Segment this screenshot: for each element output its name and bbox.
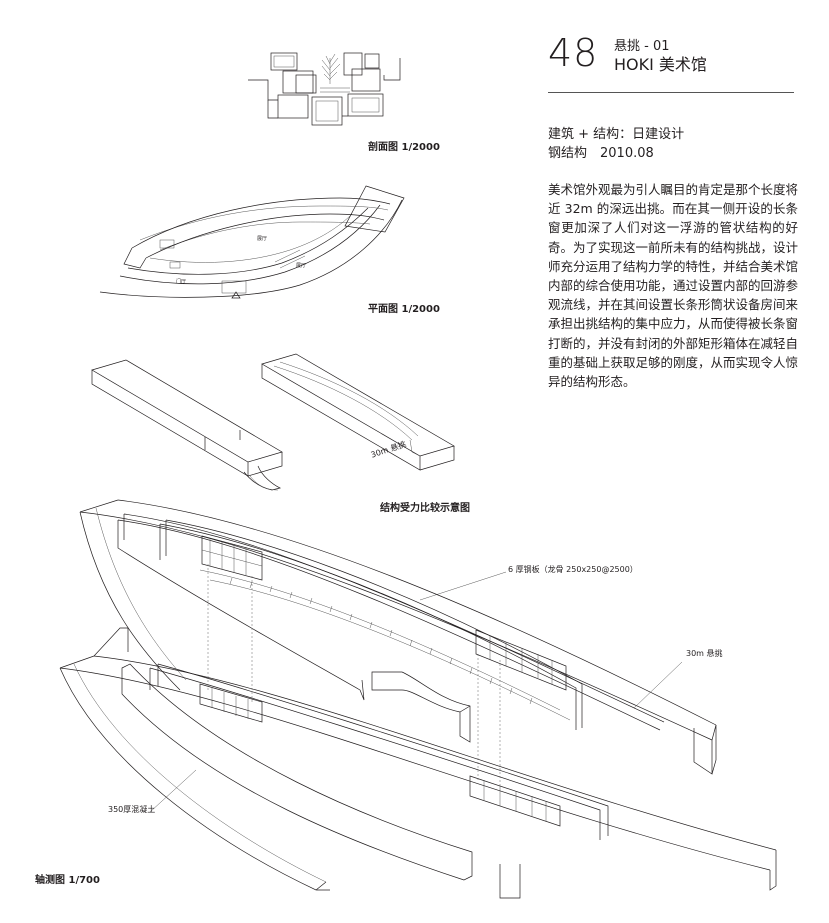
cantilever-annotation: 30m 悬挑 [686, 649, 723, 658]
body-paragraph: 美术馆外观最为引人瞩目的肯定是那个长度将近 32m 的深远出挑。而在其一侧开设的… [548, 182, 799, 390]
plan-label-hall-b: 展厅 [296, 263, 307, 269]
axon-caption: 轴测图 1/700 [35, 875, 100, 886]
credits-line: 建筑 + 结构：日建设计 [548, 127, 685, 142]
title-divider [548, 92, 794, 93]
concrete-annotation: 350厚混凝土 [108, 805, 156, 814]
structure-caption: 结构受力比较示意图 [380, 503, 470, 514]
plan-label-entrance: 门厅 [176, 279, 187, 285]
plan-caption: 平面图 1/2000 [368, 304, 440, 315]
axon-upper [79, 499, 717, 775]
plan-label-hall-a: 展厅 [257, 236, 268, 242]
steel-plate-annotation: 6 厚钢板（龙骨 250x250@2500） [508, 565, 638, 574]
structure-diagram-left [91, 359, 283, 491]
structure-diagram-right [261, 353, 455, 471]
article-subtitle: 悬挑 - 01 [614, 39, 670, 54]
structure-date-line: 钢结构 2010.08 [548, 146, 654, 161]
article-number: 48 [548, 31, 599, 75]
plan-drawing [99, 185, 405, 299]
section-drawing [248, 52, 401, 126]
axon-lower [59, 627, 777, 899]
article-title: HOKI 美术馆 [614, 55, 707, 74]
alignment-lines [207, 564, 501, 788]
section-caption: 剖面图 1/2000 [368, 142, 440, 153]
